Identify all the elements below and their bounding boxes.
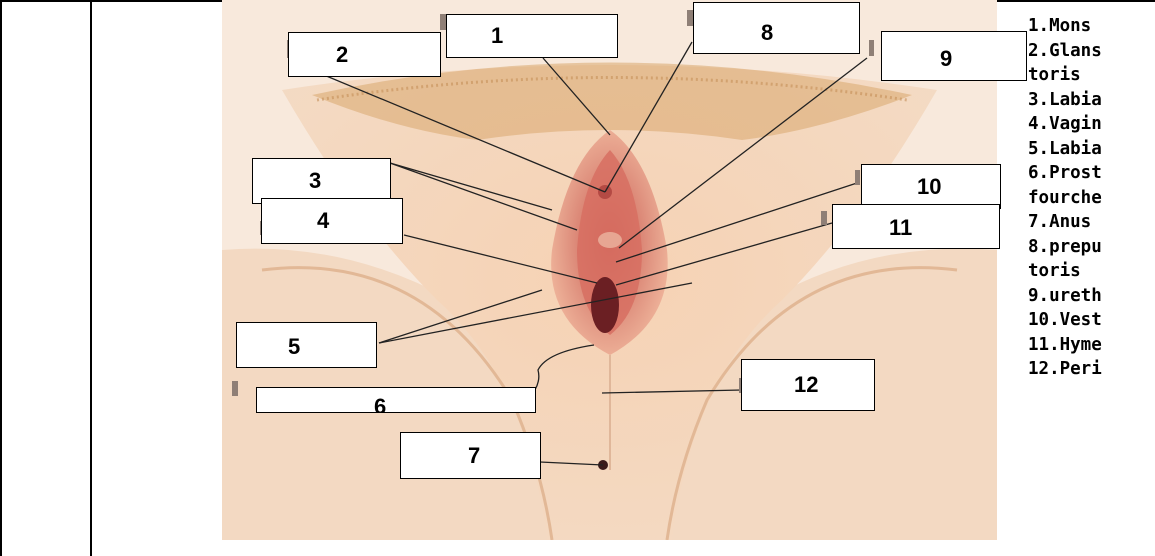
vaginal-opening [591,277,619,333]
legend-line: 10.Vest [1028,308,1155,333]
label-box-8-number: 8 [761,20,773,46]
legend-line: 3.Labia [1028,88,1155,113]
answer-legend: 1.Mons 2.Glans toris 3.Labia 4.Vagin 5.L… [1028,14,1155,382]
label-box-1: 1 [446,14,618,58]
label-box-7-number: 7 [468,443,480,469]
legend-line: 6.Prost [1028,161,1155,186]
anatomy-figure [222,0,997,540]
table-column-divider [90,0,92,556]
label-box-5: 5 [236,322,377,368]
label-box-6-number: 6 [374,394,386,413]
legend-line: 2.Glans [1028,39,1155,64]
label-box-3-number: 3 [309,168,321,194]
legend-line: 11.Hyme [1028,333,1155,358]
legend-line: 4.Vagin [1028,112,1155,137]
legend-line: toris [1028,259,1155,284]
label-box-6: 6 [256,387,536,413]
legend-line: 7.Anus [1028,210,1155,235]
label-box-11: 11 [832,204,1000,249]
label-box-11-number: 11 [889,215,912,241]
label-box-10-number: 10 [917,174,941,200]
urethral-opening [598,232,622,248]
legend-line: 1.Mons [1028,14,1155,39]
legend-line: fourche [1028,186,1155,211]
label-box-9-number: 9 [940,46,952,72]
label-box-9: 9 [881,31,1027,81]
label-box-10: 10 [861,164,1001,209]
legend-line: 5.Labia [1028,137,1155,162]
label-box-2-number: 2 [336,42,348,68]
label-box-1-number: 1 [491,23,503,49]
legend-line: toris [1028,63,1155,88]
legend-line: 8.prepu [1028,235,1155,260]
label-box-12: 12 [741,359,875,411]
label-box-2: 2 [288,32,441,77]
label-box-4: 4 [261,198,403,244]
label-box-4-number: 4 [317,208,329,234]
legend-line: 12.Peri [1028,357,1155,382]
label-box-12-number: 12 [794,372,818,398]
anatomy-illustration [222,0,997,540]
label-box-7: 7 [400,432,541,479]
legend-line: 9.ureth [1028,284,1155,309]
label-box-5-number: 5 [288,334,300,360]
label-box-8: 8 [693,2,860,54]
